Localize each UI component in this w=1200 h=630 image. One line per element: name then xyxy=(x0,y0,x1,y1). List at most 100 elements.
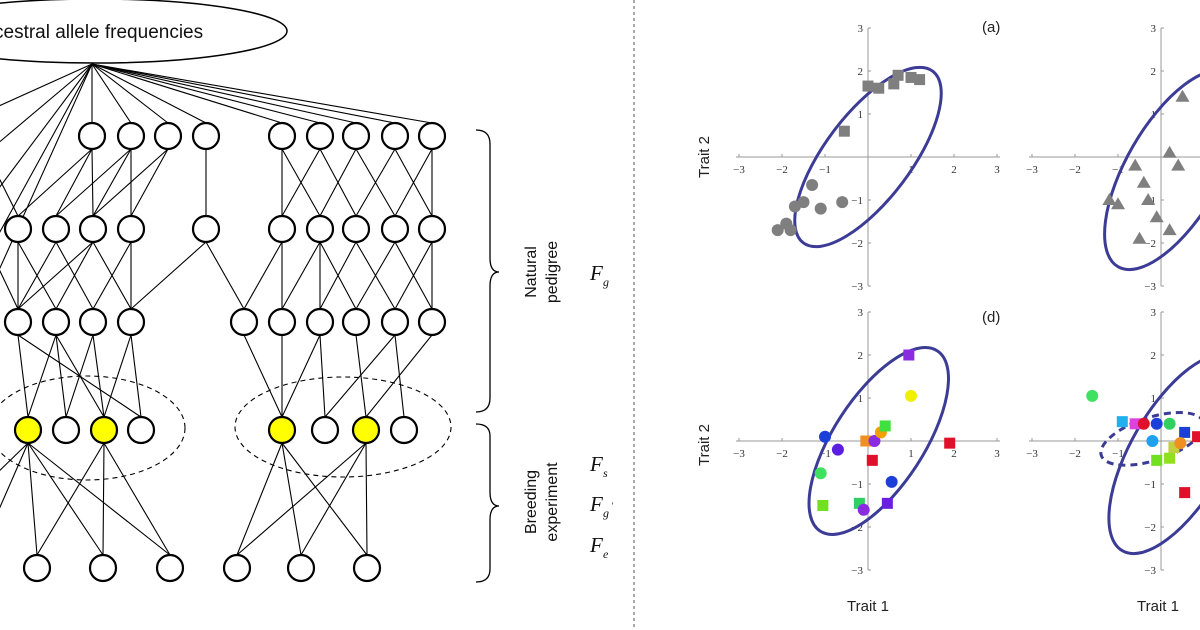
data-point-circle xyxy=(1163,417,1176,430)
pedigree-node xyxy=(191,214,221,244)
pedigree-node xyxy=(77,121,107,151)
pedigree-edge xyxy=(17,241,94,310)
data-point-square xyxy=(1179,426,1191,438)
data-point-circle xyxy=(771,224,784,237)
x-tick-label: −3 xyxy=(1026,448,1038,460)
pedigree-node xyxy=(341,121,371,151)
data-point-circle xyxy=(1086,389,1099,402)
symbol-fe: F e xyxy=(589,533,609,561)
symbol-fe-sub: e xyxy=(603,547,609,561)
pedigree-node xyxy=(341,214,371,244)
root-edge xyxy=(0,63,93,107)
pedigree-node xyxy=(417,307,447,337)
symbol-fs-base: F xyxy=(589,452,603,476)
x-tick-label: 3 xyxy=(994,164,1000,176)
x-tick-label: −2 xyxy=(1069,164,1081,176)
root-edge xyxy=(91,63,357,124)
x-tick-label: −2 xyxy=(1069,448,1081,460)
breeding-label-line2: experiment xyxy=(544,462,561,542)
data-point-circle xyxy=(831,443,844,456)
pedigree-node xyxy=(417,121,447,151)
pedigree-node xyxy=(51,415,81,445)
pedigree-node xyxy=(380,121,410,151)
root-edge xyxy=(91,63,132,124)
confidence-ellipse xyxy=(1103,68,1200,272)
pedigree-edge xyxy=(55,148,93,217)
pedigree-node xyxy=(22,553,52,583)
data-point-triangle xyxy=(1136,175,1151,188)
x-tick-label: −2 xyxy=(776,164,788,176)
pedigree-node xyxy=(126,415,156,445)
y-tick-label: 1 xyxy=(858,109,864,121)
symbol-fg-base: F xyxy=(589,261,603,285)
data-point-square xyxy=(879,420,891,432)
parent-node-highlighted xyxy=(267,415,297,445)
data-point-circle xyxy=(814,467,827,480)
data-point-circle xyxy=(885,475,898,488)
pedigree-edge xyxy=(205,241,245,310)
data-point-square xyxy=(873,82,885,94)
root-edge xyxy=(0,63,93,270)
pedigree-node xyxy=(305,214,335,244)
pedigree-edge xyxy=(365,334,433,418)
data-point-triangle xyxy=(1149,210,1164,223)
natural-pedigree-brace xyxy=(475,129,500,413)
pedigree-edge xyxy=(130,334,142,418)
data-point-square xyxy=(914,74,926,86)
data-point-circle xyxy=(1174,437,1187,450)
data-point-circle xyxy=(814,202,827,215)
xlabel-left: Trait 1 xyxy=(847,598,889,615)
root-edge xyxy=(91,63,321,124)
pedigree-edge xyxy=(355,334,367,418)
pedigree-edge xyxy=(281,241,321,310)
data-point-triangle xyxy=(1128,158,1143,171)
x-tick-label: −3 xyxy=(1026,164,1038,176)
symbol-fgp-sup: ' xyxy=(611,501,614,511)
data-point-square xyxy=(860,435,872,447)
confidence-ellipse xyxy=(793,65,943,249)
pedigree-node xyxy=(352,553,382,583)
data-point-circle xyxy=(1146,435,1159,447)
pedigree-node xyxy=(191,121,221,151)
data-point-square xyxy=(892,69,904,81)
root-edge xyxy=(91,63,207,124)
pedigree-node xyxy=(380,307,410,337)
breeding-experiment-label: Breeding experiment xyxy=(523,462,561,542)
panel-a-label: (a) xyxy=(982,19,1000,36)
data-point-square xyxy=(1168,441,1180,453)
breeding-label-line1: Breeding xyxy=(523,470,540,534)
data-point-triangle xyxy=(1141,193,1156,205)
symbol-fg-sub: g xyxy=(603,275,609,289)
pedigree-edge xyxy=(17,241,57,310)
ancestral-frequencies-ellipse xyxy=(0,0,288,64)
y-tick-label: −3 xyxy=(851,281,863,293)
x-tick-label: −1 xyxy=(819,448,831,460)
pedigree-edge xyxy=(236,442,367,556)
pedigree-edge xyxy=(27,442,104,556)
data-point-square xyxy=(888,78,900,90)
data-point-square xyxy=(905,71,917,83)
pedigree-edge xyxy=(55,148,132,217)
ylabel-top: Trait 2 xyxy=(696,136,713,178)
data-point-triangle xyxy=(1102,193,1117,205)
pedigree-edge xyxy=(91,148,94,217)
data-point-triangle xyxy=(1171,158,1186,171)
data-point-square xyxy=(1179,487,1191,499)
confidence-ellipse xyxy=(1107,352,1200,556)
pedigree-edge xyxy=(355,148,396,217)
data-point-square xyxy=(862,80,874,92)
pedigree-node xyxy=(3,307,33,337)
root-edge xyxy=(0,63,93,233)
x-tick-label: −2 xyxy=(776,448,788,460)
data-point-circle xyxy=(836,196,849,209)
y-tick-label: 1 xyxy=(1151,393,1157,405)
y-tick-label: 1 xyxy=(858,393,864,405)
x-tick-label: −1 xyxy=(819,164,831,176)
data-point-square xyxy=(1129,418,1141,430)
y-tick-label: 3 xyxy=(858,23,864,35)
pedigree-node xyxy=(305,121,335,151)
pedigree-node xyxy=(305,307,335,337)
